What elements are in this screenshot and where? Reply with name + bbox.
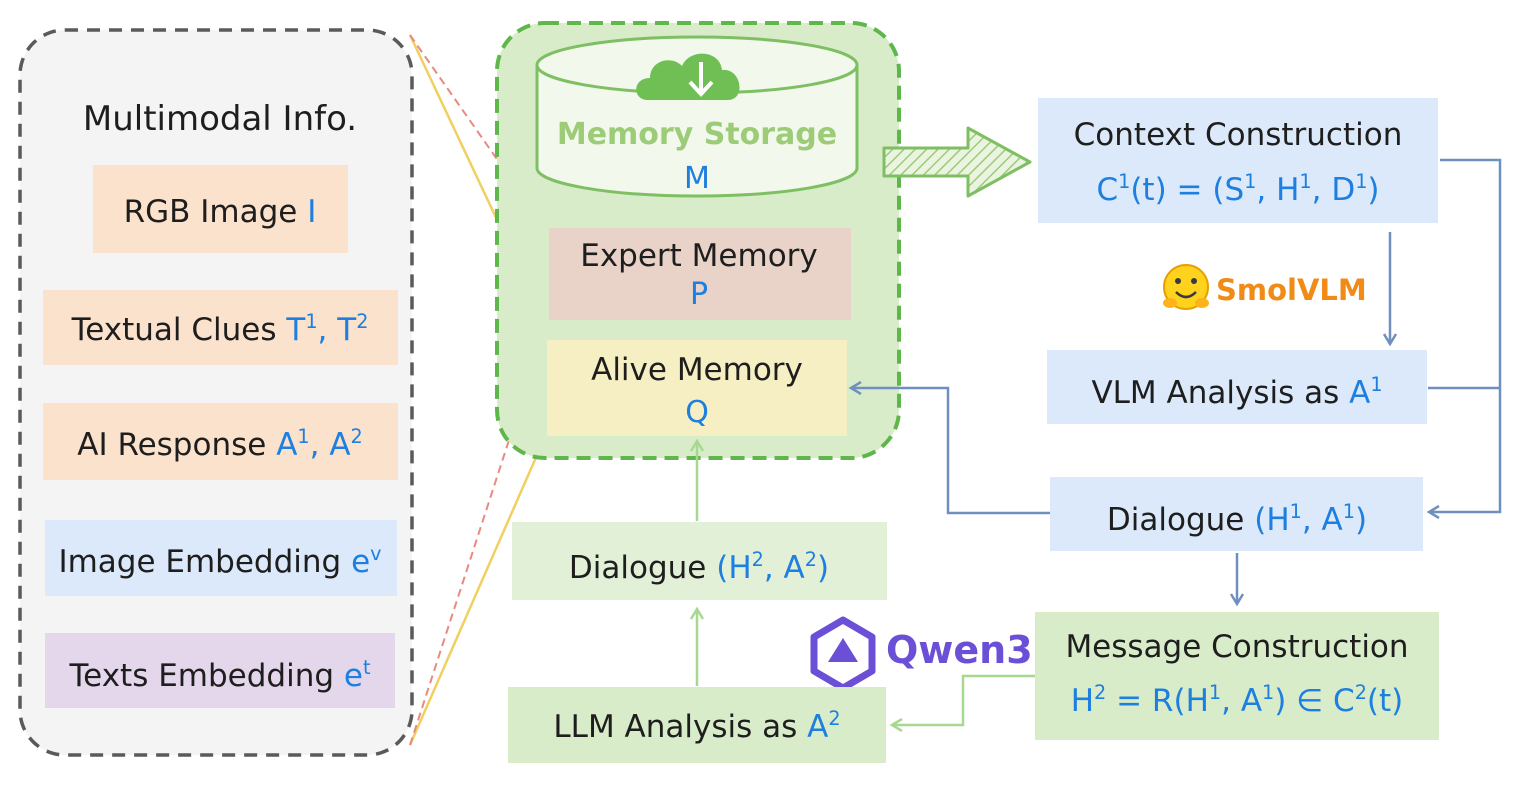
expert-memory-title: Expert Memory — [580, 238, 818, 274]
vlm-analysis-label: VLM Analysis as A1 — [1091, 373, 1382, 411]
llm-analysis-box — [508, 687, 886, 763]
dialogue-2-box — [512, 522, 887, 600]
textual-clues-label: Textual Clues T1, T2 — [71, 310, 369, 348]
memory-panel: Memory Storage M Expert Memory P Alive M… — [495, 21, 901, 460]
expert-memory-var: P — [690, 277, 708, 312]
yellow-connector-bottom — [408, 429, 550, 746]
qwen-icon — [810, 616, 876, 692]
alive-memory-box — [547, 340, 847, 436]
arrow-dialogue1-to-alive-memory — [852, 388, 1050, 515]
rgb-image-box — [93, 165, 348, 253]
image-embedding-label: Image Embedding ev — [58, 542, 381, 580]
message-construction-formula: H2 = R(H1, A1) ∈ C2(t) — [1071, 681, 1404, 719]
storage-to-context-arrow — [882, 126, 1032, 198]
hugging-face-icon — [1163, 264, 1209, 310]
memory-storage-var: M — [684, 161, 710, 196]
qwen-label: Qwen3 — [886, 628, 1033, 672]
image-embedding-box — [45, 520, 397, 596]
rgb-image-label: RGB Image I — [124, 194, 317, 230]
context-construction-box — [1038, 98, 1438, 223]
smolvlm-badge: SmolVLM — [1163, 264, 1367, 310]
cloud-download-icon — [636, 53, 740, 100]
arrow-message-to-llm — [893, 674, 1035, 725]
red-connector-bottom — [409, 319, 549, 746]
cylinder-body — [535, 65, 859, 198]
texts-embedding-box — [45, 633, 395, 708]
message-construction-box — [1035, 612, 1439, 740]
textual-clues-box — [43, 290, 398, 365]
context-construction-title: Context Construction — [1074, 117, 1403, 153]
alive-memory-title: Alive Memory — [591, 352, 803, 388]
ai-response-box — [43, 403, 398, 480]
message-construction-title: Message Construction — [1065, 629, 1408, 665]
multimodal-panel-title: Multimodal Info. — [83, 99, 357, 139]
dialogue-1-box — [1050, 477, 1423, 551]
memory-storage-title: Memory Storage — [557, 117, 837, 152]
texts-embedding-label: Texts Embedding et — [69, 656, 371, 694]
alive-memory-var: Q — [685, 395, 709, 430]
ai-response-label: AI Response A1, A2 — [77, 425, 363, 463]
memory-storage-cylinder: Memory Storage M — [535, 35, 859, 198]
qwen-badge: Qwen3 — [810, 616, 1033, 692]
arrow-context-to-dialogue1 — [1430, 158, 1502, 512]
dialogue-1-label: Dialogue (H1, A1) — [1107, 500, 1367, 538]
smolvlm-label: SmolVLM — [1216, 273, 1367, 307]
dialogue-2-label: Dialogue (H2, A2) — [569, 548, 829, 586]
llm-analysis-label: LLM Analysis as A2 — [553, 707, 840, 745]
flow-arrows — [697, 158, 1502, 725]
vlm-analysis-box — [1047, 350, 1427, 424]
multimodal-info-panel: Multimodal Info. RGB Image I Textual Clu… — [18, 28, 414, 757]
expert-memory-box — [549, 228, 851, 320]
context-construction-formula: C1(t) = (S1, H1, D1) — [1096, 170, 1379, 208]
